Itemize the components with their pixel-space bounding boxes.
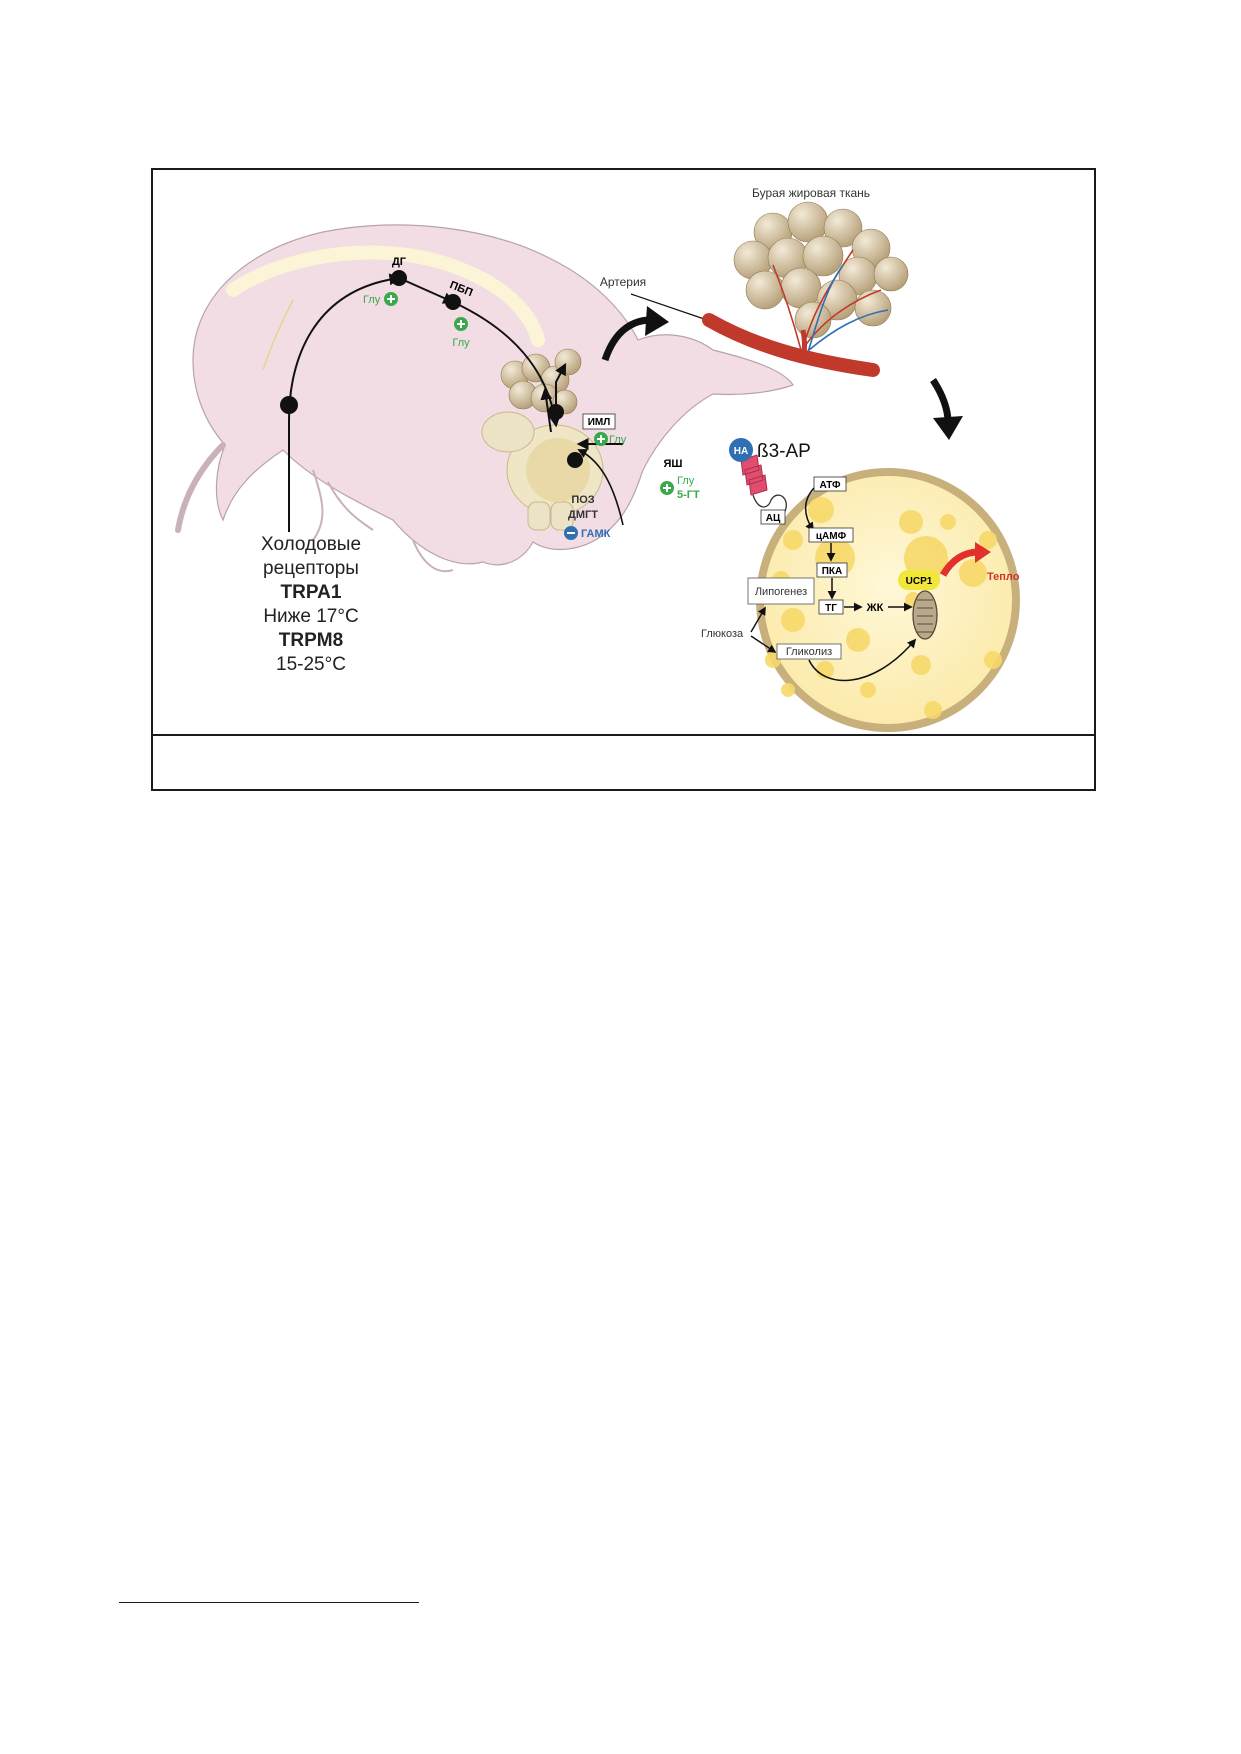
yash-neuron-dot <box>567 452 583 468</box>
label-ac: АЦ <box>766 513 781 524</box>
label-yash: ЯШ <box>664 458 683 470</box>
tg-box <box>818 599 844 615</box>
plus-icon <box>660 481 674 495</box>
arrowhead-icon <box>933 416 963 440</box>
label-heat: Тепло <box>987 571 1020 583</box>
label-gaba: ГАМК <box>581 528 611 540</box>
pka-box <box>816 562 848 578</box>
dg-neuron-dot <box>391 270 407 286</box>
iml-neuron-dot <box>548 404 564 420</box>
label-na: НА <box>734 446 748 457</box>
ucp1-badge <box>898 570 940 590</box>
label-dg: ДГ <box>392 256 407 268</box>
receptors-line-1: Холодовые <box>261 534 361 555</box>
arrowhead-icon <box>975 542 991 563</box>
pbp-neuron-dot <box>445 294 461 310</box>
lipogenesis-box <box>747 577 815 605</box>
label-poz: ПОЗ <box>571 494 594 506</box>
label-tg: ТГ <box>825 603 837 614</box>
figure-caption-row <box>151 734 1096 791</box>
arrow-glycolysis-mito <box>808 638 917 682</box>
iml-box <box>582 413 616 430</box>
label-trpa1-range: Ниже 17°C <box>263 606 358 627</box>
plus-icon <box>384 292 398 306</box>
label-iml: ИМЛ <box>588 417 611 428</box>
arrow-glucose-lipogenesis <box>750 606 766 633</box>
atp-box <box>813 476 847 492</box>
label-glu-4: Глу <box>677 475 695 487</box>
label-glu-3: Глу <box>609 434 627 446</box>
artery-branch <box>800 329 807 361</box>
label-bat-title: Бурая жировая ткань <box>752 186 870 200</box>
label-trpm8-range: 15-25°C <box>276 654 346 675</box>
artery-vessel <box>702 313 880 377</box>
label-5ht: 5-ГТ <box>677 489 700 501</box>
label-trpm8: TRPM8 <box>279 630 343 651</box>
arrow-glucose-glycolysis <box>750 635 777 653</box>
label-atp: АТФ <box>820 480 841 491</box>
label-lipogenesis: Липогенез <box>755 586 807 598</box>
label-glucose: Глюкоза <box>701 628 744 640</box>
beta3-receptor-icon <box>740 454 787 516</box>
label-glycolysis: Гликолиз <box>786 646 832 658</box>
glycolysis-box <box>776 643 842 660</box>
label-trpa1: TRPA1 <box>281 582 342 603</box>
plus-icon <box>594 432 608 446</box>
curved-arrow-icon <box>930 378 952 423</box>
camp-box <box>808 527 854 543</box>
label-ucp1: UCP1 <box>906 576 933 587</box>
minus-icon <box>564 526 578 540</box>
label-glu-2: Глу <box>452 337 470 349</box>
label-b3ar: ß3-АР <box>757 441 811 462</box>
ac-box <box>760 509 786 525</box>
label-artery: Артерия <box>600 275 646 289</box>
label-dmgt: ДМГТ <box>568 509 598 521</box>
thermogenesis-diagram: ДГ Глу ПБП Глу ИМЛ Глу ЯШ Глу 5-ГТ ПОЗ Д… <box>175 186 1020 732</box>
curved-arrow-icon <box>601 316 652 362</box>
na-badge <box>729 438 753 462</box>
label-glu-1: Глу <box>363 294 381 306</box>
label-pka: ПКА <box>822 566 843 577</box>
mitochondrion-icon <box>912 590 938 640</box>
footnote-divider <box>119 1602 419 1603</box>
label-fa: ЖК <box>866 602 884 614</box>
arrowhead-icon <box>645 306 669 336</box>
receptor-neuron-dot <box>280 396 298 414</box>
mouse-illustration <box>175 224 794 573</box>
plus-icon <box>454 317 468 331</box>
arrow-atp-camp <box>804 487 815 532</box>
label-camp: цАМФ <box>816 531 847 542</box>
bat-tissue-cluster <box>733 201 909 353</box>
neural-pathway <box>280 270 624 532</box>
receptors-line-2: рецепторы <box>263 558 359 579</box>
